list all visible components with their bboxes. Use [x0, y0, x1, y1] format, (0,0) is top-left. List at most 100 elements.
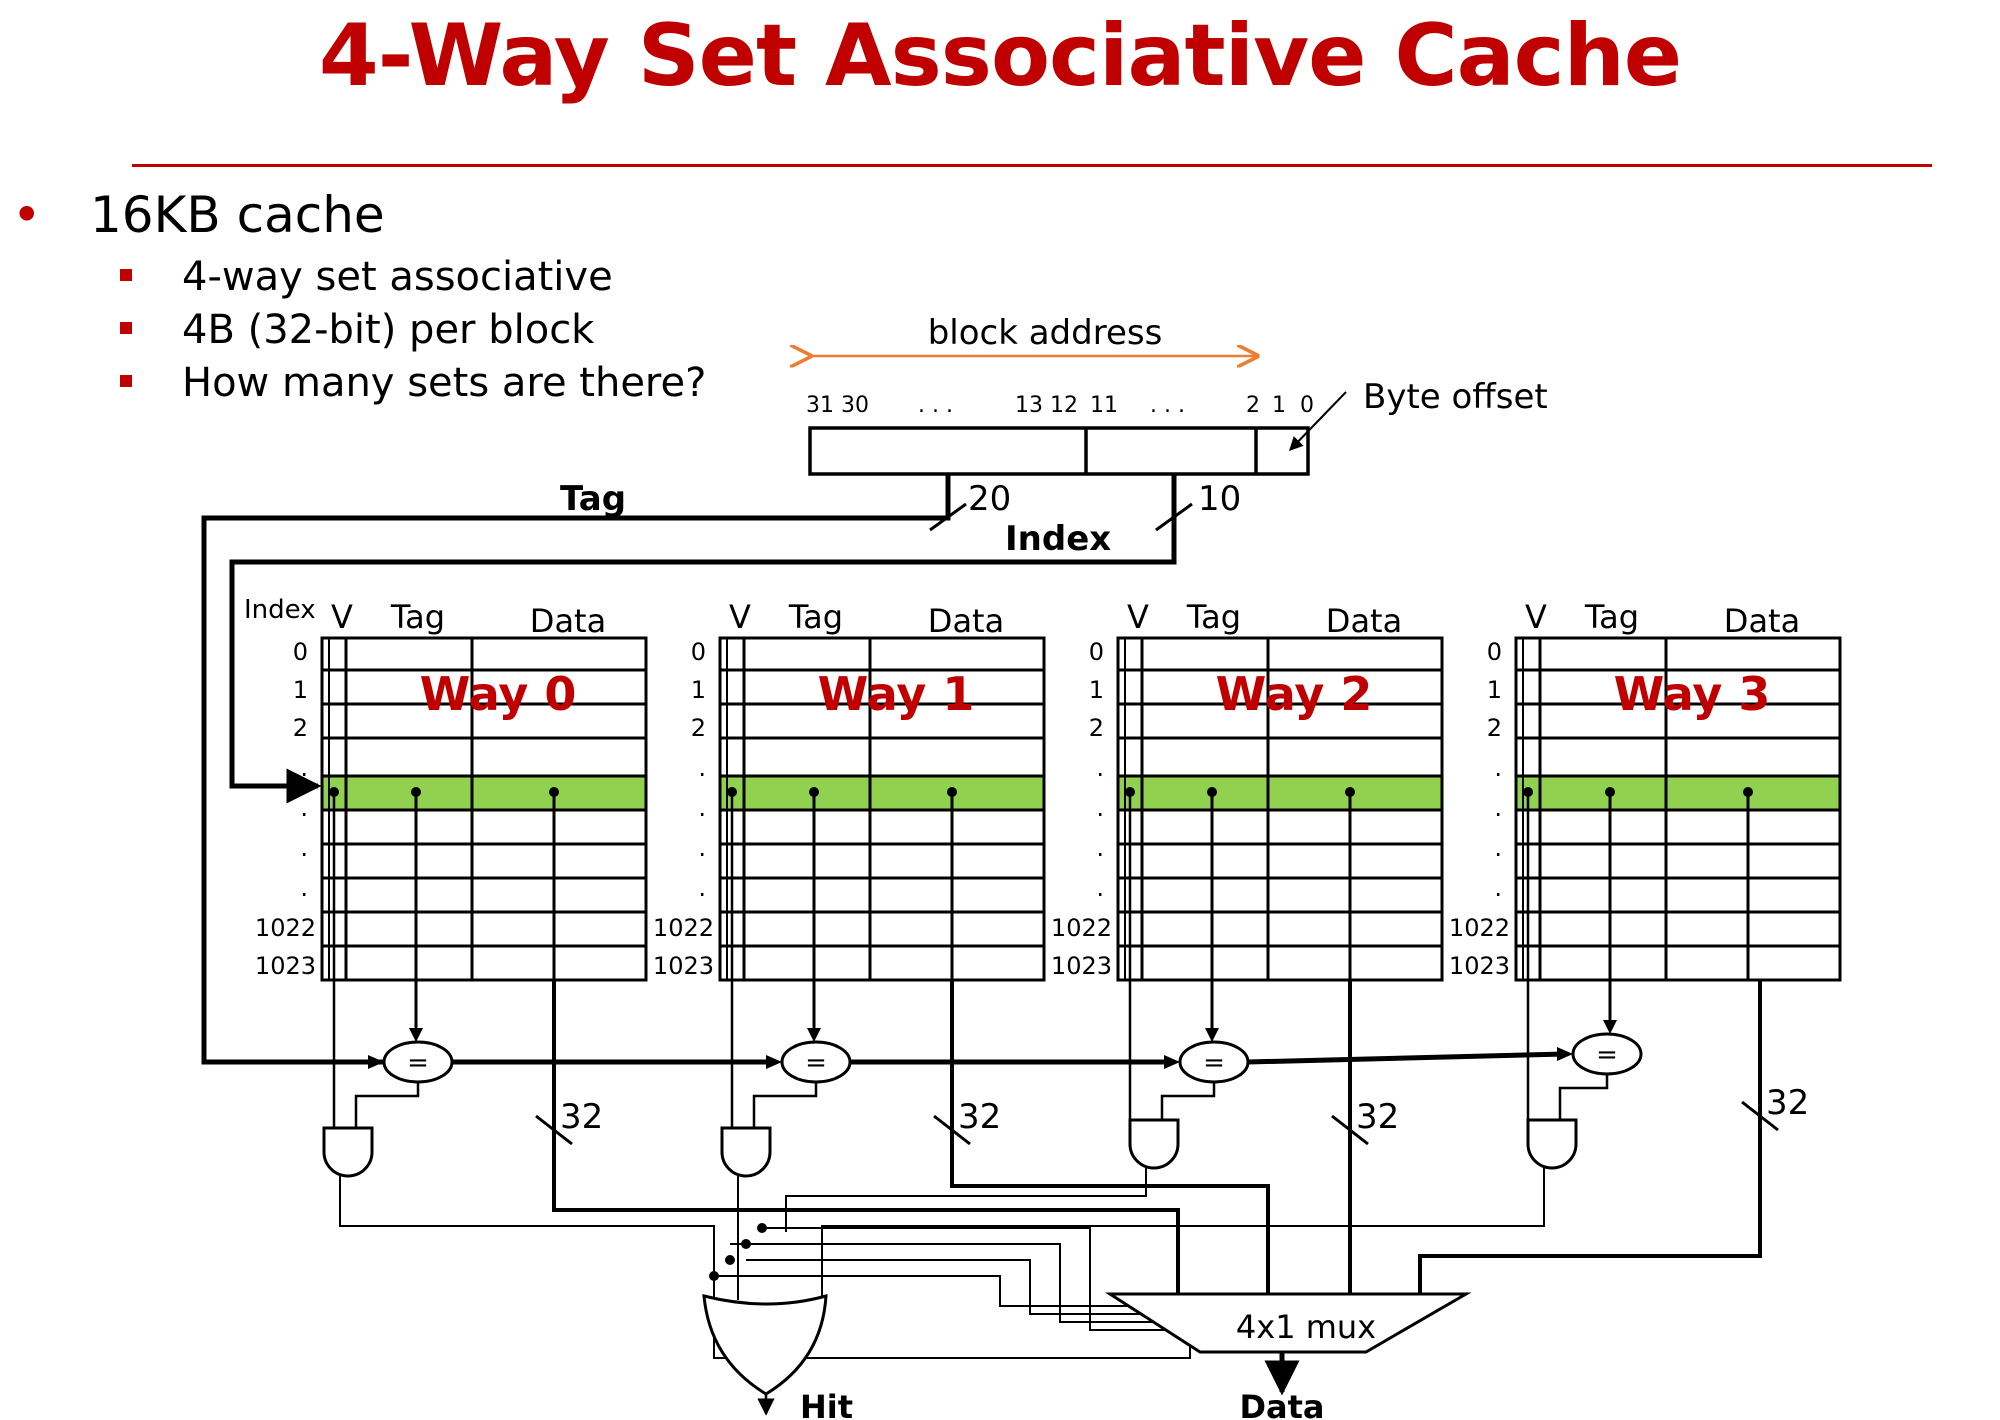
bullet-main: •16KB cache: [12, 186, 385, 244]
data-mux: 4x1 mux Data: [1104, 1292, 1472, 1420]
data-width-label: 32: [1356, 1097, 1399, 1137]
and-to-or-line: [821, 1168, 1545, 1300]
row-label-dot: .: [300, 794, 308, 822]
row-label: 2: [1487, 714, 1502, 742]
address-bits-left: 31 30: [806, 393, 869, 418]
row-label: 1023: [255, 952, 316, 980]
tag-bus-arrowhead: [1557, 1047, 1573, 1061]
tag-width-slash: [929, 502, 967, 532]
tag-bus-label: Tag: [560, 479, 626, 519]
bullet-dot-icon: •: [12, 186, 42, 244]
row-label: 1023: [653, 952, 714, 980]
way-label: Way 1: [818, 667, 975, 721]
compare-to-and-line: [354, 1082, 420, 1128]
row-label: 1022: [653, 914, 714, 942]
row-label: 1023: [1051, 952, 1112, 980]
selected-row: [1516, 776, 1840, 810]
compare-to-and-line: [752, 1082, 818, 1128]
address-bit-two: 2: [1246, 393, 1260, 418]
tag-arrowhead: [1603, 1020, 1617, 1034]
tag-arrowhead: [1205, 1028, 1219, 1042]
row-label: 1023: [1449, 952, 1510, 980]
row-label: 1: [691, 676, 706, 704]
row-label: 0: [293, 638, 308, 666]
row-label-dot: .: [1494, 794, 1502, 822]
hit-or-gate: Hit: [702, 1293, 853, 1420]
row-label-dot: .: [1096, 874, 1104, 902]
data-width-slash: [535, 1114, 573, 1146]
data-width-label: 32: [560, 1097, 603, 1137]
data-width-label: 32: [1766, 1083, 1809, 1123]
row-label-dot: .: [300, 874, 308, 902]
row-label-dot: .: [698, 754, 706, 782]
data-to-mux-line: [1418, 980, 1762, 1294]
mux-label: 4x1 mux: [1236, 1308, 1376, 1346]
tag-bus-segment: [1247, 1051, 1566, 1065]
row-label: 2: [293, 714, 308, 742]
bullet-sub-text: How many sets are there?: [182, 360, 707, 406]
address-bit-zero: 0: [1300, 393, 1314, 418]
and-to-or-line: [339, 1176, 715, 1300]
row-label: 2: [691, 714, 706, 742]
tag-bus: [201, 474, 951, 1065]
bullet-sub-1: 4-way set associative: [120, 254, 613, 300]
row-label-dot: .: [300, 834, 308, 862]
comparator-equals-icon: =: [407, 1048, 429, 1078]
address-register: block address 31 30 . . . 13 12 11 . . .…: [806, 313, 1548, 476]
row-label-dot: .: [1494, 834, 1502, 862]
column-header-tag: Tag: [390, 598, 445, 636]
tag-bus-arrowhead: [1164, 1055, 1180, 1069]
bullet-sub-text: 4B (32-bit) per block: [182, 307, 595, 353]
row-label-dot: .: [1096, 794, 1104, 822]
row-label: 2: [1089, 714, 1104, 742]
data-output-label: Data: [1239, 1388, 1324, 1420]
column-header-valid: V: [331, 598, 353, 636]
row-label-dot: .: [300, 754, 308, 782]
bullet-sub-2: 4B (32-bit) per block: [120, 307, 594, 353]
data-to-mux-line: [552, 980, 1180, 1294]
tag-arrowhead: [807, 1028, 821, 1042]
row-label-dot: .: [1096, 754, 1104, 782]
index-width-slash: [1155, 502, 1193, 532]
comparator-equals-icon: =: [1596, 1040, 1618, 1070]
row-label-dot: .: [698, 794, 706, 822]
column-header-valid: V: [1127, 598, 1149, 636]
column-header-tag: Tag: [1584, 598, 1639, 636]
row-label: 1: [1487, 676, 1502, 704]
row-label: 1022: [255, 914, 316, 942]
row-label: 0: [691, 638, 706, 666]
row-label: 1: [293, 676, 308, 704]
column-header-data: Data: [530, 602, 606, 640]
column-header-valid: V: [1525, 598, 1547, 636]
tag-arrowhead: [409, 1028, 423, 1042]
hit-and-gate: [322, 1126, 374, 1178]
tag-bus-arrowhead: [766, 1055, 782, 1069]
selected-row: [322, 776, 646, 810]
mux-select-line: [762, 1227, 1200, 1331]
column-header-tag: Tag: [1186, 598, 1241, 636]
selected-row: [1118, 776, 1442, 810]
hit-label: Hit: [800, 1388, 853, 1420]
address-bit-one: 1: [1272, 393, 1286, 418]
address-box: [808, 426, 1310, 476]
address-dots-right: . . .: [1150, 393, 1185, 418]
and-to-or-line: [785, 1168, 1147, 1232]
data-width-slash: [933, 1114, 971, 1146]
page-title: 4-Way Set Associative Cache: [318, 6, 1682, 106]
comparator-equals-icon: =: [1203, 1048, 1225, 1078]
tag-width-label: 20: [968, 479, 1011, 519]
row-label-dot: .: [698, 874, 706, 902]
byte-offset-label: Byte offset: [1363, 377, 1548, 417]
hit-and-gate: [720, 1126, 772, 1178]
address-dots-left: . . .: [918, 393, 953, 418]
mux-shape: [1104, 1292, 1472, 1354]
mux-select-line: [730, 1243, 1180, 1323]
index-width-label: 10: [1198, 479, 1241, 519]
way-label: Way 2: [1216, 667, 1373, 721]
byte-offset-pointer: [1289, 391, 1347, 452]
column-header-index: Index: [244, 595, 316, 625]
column-header-data: Data: [928, 602, 1004, 640]
column-header-valid: V: [729, 598, 751, 636]
square-bullet-icon: [120, 269, 132, 281]
